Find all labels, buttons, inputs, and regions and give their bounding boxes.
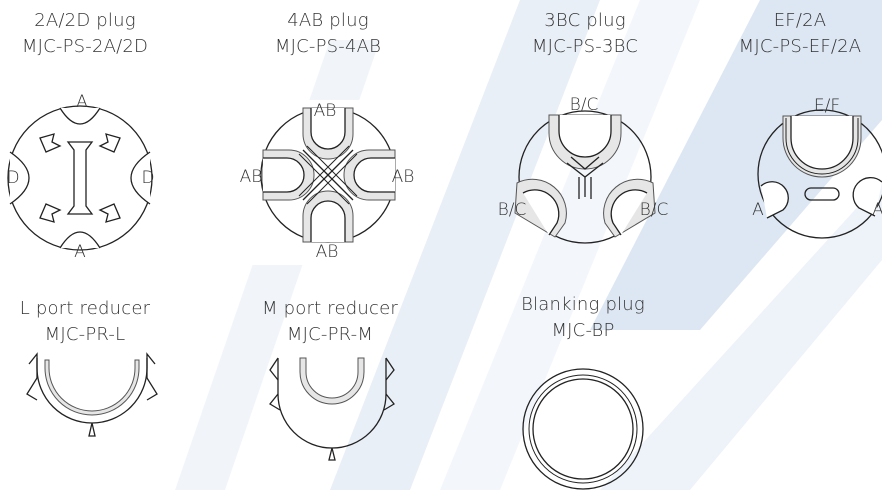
- part-caption-ef-2a: EF/2A MJC-PS-EF/2A: [718, 8, 882, 60]
- port-label-top: E/F: [813, 96, 841, 116]
- part-name: Blanking plug: [521, 294, 645, 315]
- part-name: 3BC plug: [544, 10, 626, 31]
- part-code: MJC-PS-2A/2D: [21, 36, 149, 57]
- port-label-right: A: [872, 200, 882, 220]
- plug-2a-2d-drawing: [7, 105, 153, 251]
- port-label-left: B/C: [497, 200, 527, 220]
- part-caption-l-reducer: L port reducer MJC-PR-L: [0, 296, 170, 348]
- port-label-top: B/C: [569, 95, 599, 115]
- part-code: MJC-BP: [551, 320, 615, 341]
- port-label-left: AB: [239, 167, 263, 187]
- part-name: 2A/2D plug: [34, 10, 136, 31]
- port-label-top: A: [76, 92, 88, 112]
- port-label-bottom: A: [74, 242, 86, 262]
- part-caption-3bc: 3BC plug MJC-PS-3BC: [505, 8, 665, 60]
- part-name: L port reducer: [19, 298, 151, 319]
- part-name: 4AB plug: [287, 10, 369, 31]
- part-code: MJC-PR-L: [44, 324, 126, 345]
- port-label-left: D: [6, 168, 20, 188]
- port-label-top: AB: [313, 101, 337, 121]
- m-reducer-drawing: [269, 357, 395, 461]
- part-caption-m-reducer: M port reducer MJC-PR-M: [255, 296, 405, 348]
- part-code: MJC-PR-M: [286, 324, 374, 345]
- l-reducer-drawing: [26, 352, 158, 437]
- blanking-plug-drawing: [522, 368, 644, 490]
- part-code: MJC-PS-4AB: [274, 36, 382, 57]
- part-caption-blanking: Blanking plug MJC-BP: [498, 292, 668, 344]
- port-label-right: D: [141, 168, 155, 188]
- part-caption-2a-2d: 2A/2D plug MJC-PS-2A/2D: [0, 8, 170, 60]
- part-caption-4ab: 4AB plug MJC-PS-4AB: [248, 8, 408, 60]
- plug-3bc-drawing: [514, 110, 656, 244]
- port-label-left: A: [752, 200, 764, 220]
- port-label-right: AB: [391, 167, 415, 187]
- port-label-bottom: AB: [315, 242, 339, 262]
- part-name: EF/2A: [773, 10, 827, 31]
- plug-ef-2a-drawing: [757, 109, 882, 239]
- part-name: M port reducer: [262, 298, 398, 319]
- plug-4ab-drawing: [260, 107, 396, 243]
- port-label-right: B/C: [639, 200, 669, 220]
- part-code: MJC-PS-EF/2A: [738, 36, 862, 57]
- part-code: MJC-PS-3BC: [531, 36, 639, 57]
